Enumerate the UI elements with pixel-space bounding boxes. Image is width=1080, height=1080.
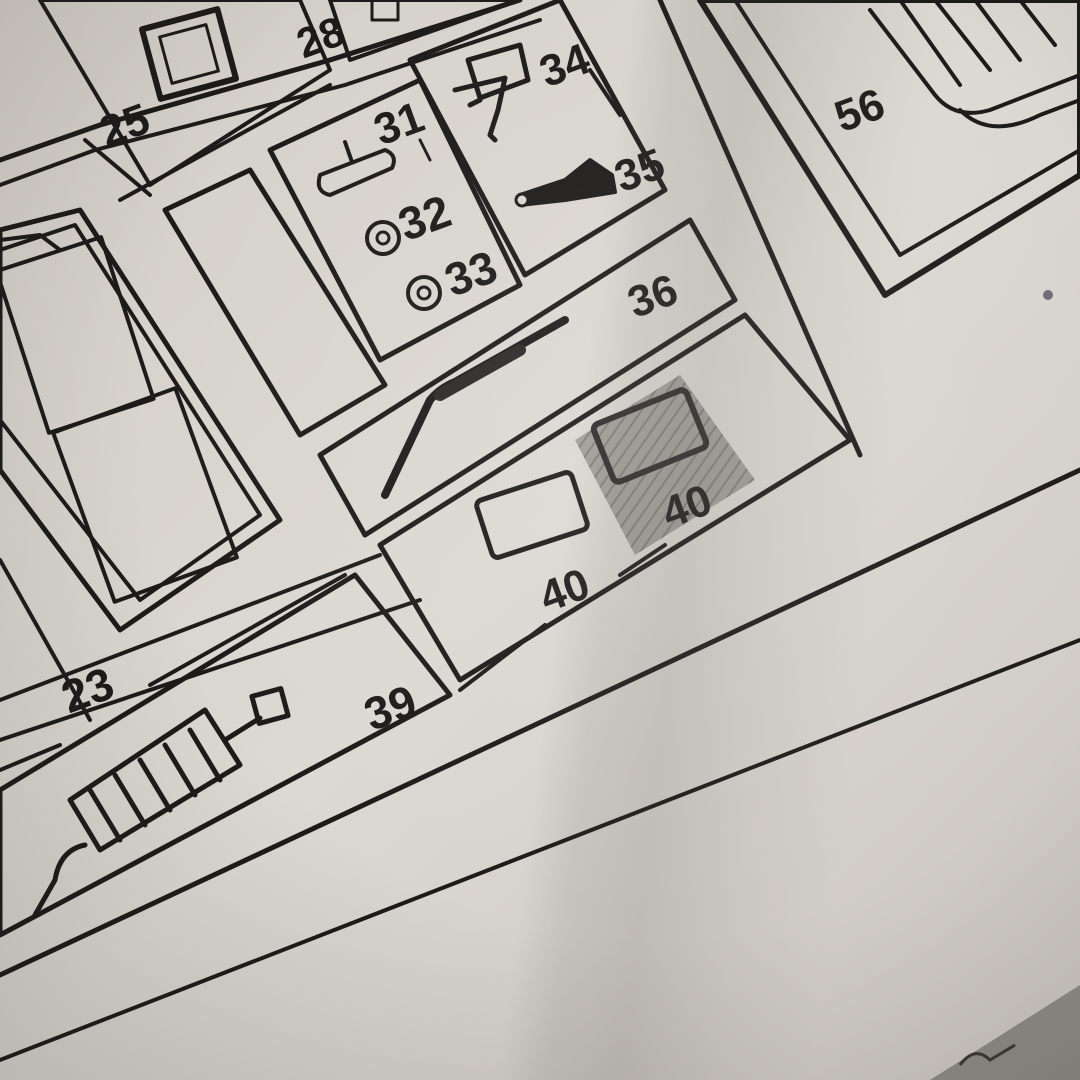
part-25-component <box>139 6 239 102</box>
part-25-component-inner <box>158 23 220 85</box>
label-leader <box>618 543 667 577</box>
runner-line <box>0 18 542 187</box>
part-36-rod-detail <box>434 344 526 401</box>
part-39-spring <box>32 686 291 918</box>
part-23-bracket <box>0 233 62 252</box>
paper-speck <box>1043 290 1053 300</box>
part-39-frame <box>0 572 453 938</box>
part-40-panel <box>474 470 590 560</box>
part-28-frame <box>328 0 522 62</box>
part-23-outer-frame <box>0 207 283 633</box>
part-28-component <box>370 0 400 22</box>
runner-line <box>0 0 523 163</box>
part-32-washer-inner <box>375 230 391 246</box>
label-leader <box>0 743 62 772</box>
sheet-border-line <box>0 467 1080 978</box>
part-23-frame <box>0 223 262 602</box>
part-36-frame <box>317 217 738 538</box>
runner-line <box>0 558 92 722</box>
part-31-component <box>316 140 396 197</box>
sheet-border-line <box>0 638 1080 1062</box>
part-56-inner-frame <box>733 0 1080 257</box>
part-40-engraved <box>575 375 755 555</box>
part-34-component <box>452 42 531 143</box>
part-31-33-frame <box>267 77 523 363</box>
part-32-washer <box>365 220 401 256</box>
part-23-panel-lower <box>51 386 239 604</box>
runner-line <box>83 138 152 197</box>
label-leader <box>148 573 347 687</box>
part-25-frame <box>38 0 332 187</box>
sheet-border-line <box>657 0 863 458</box>
part-56-seat <box>868 0 1080 129</box>
part-31-leader <box>418 138 432 162</box>
part-56-frame <box>697 0 1080 298</box>
runner-line <box>0 598 422 742</box>
label-leader <box>458 623 547 692</box>
part-34-35-frame <box>407 0 668 278</box>
label-leader <box>588 68 622 117</box>
part-33-washer-inner <box>416 285 432 301</box>
paper-scribble <box>958 1043 1016 1066</box>
part-40-frame <box>377 312 853 683</box>
empty-part-frame <box>162 167 388 438</box>
part-35-tip <box>514 192 530 208</box>
part-33-washer <box>406 275 442 311</box>
